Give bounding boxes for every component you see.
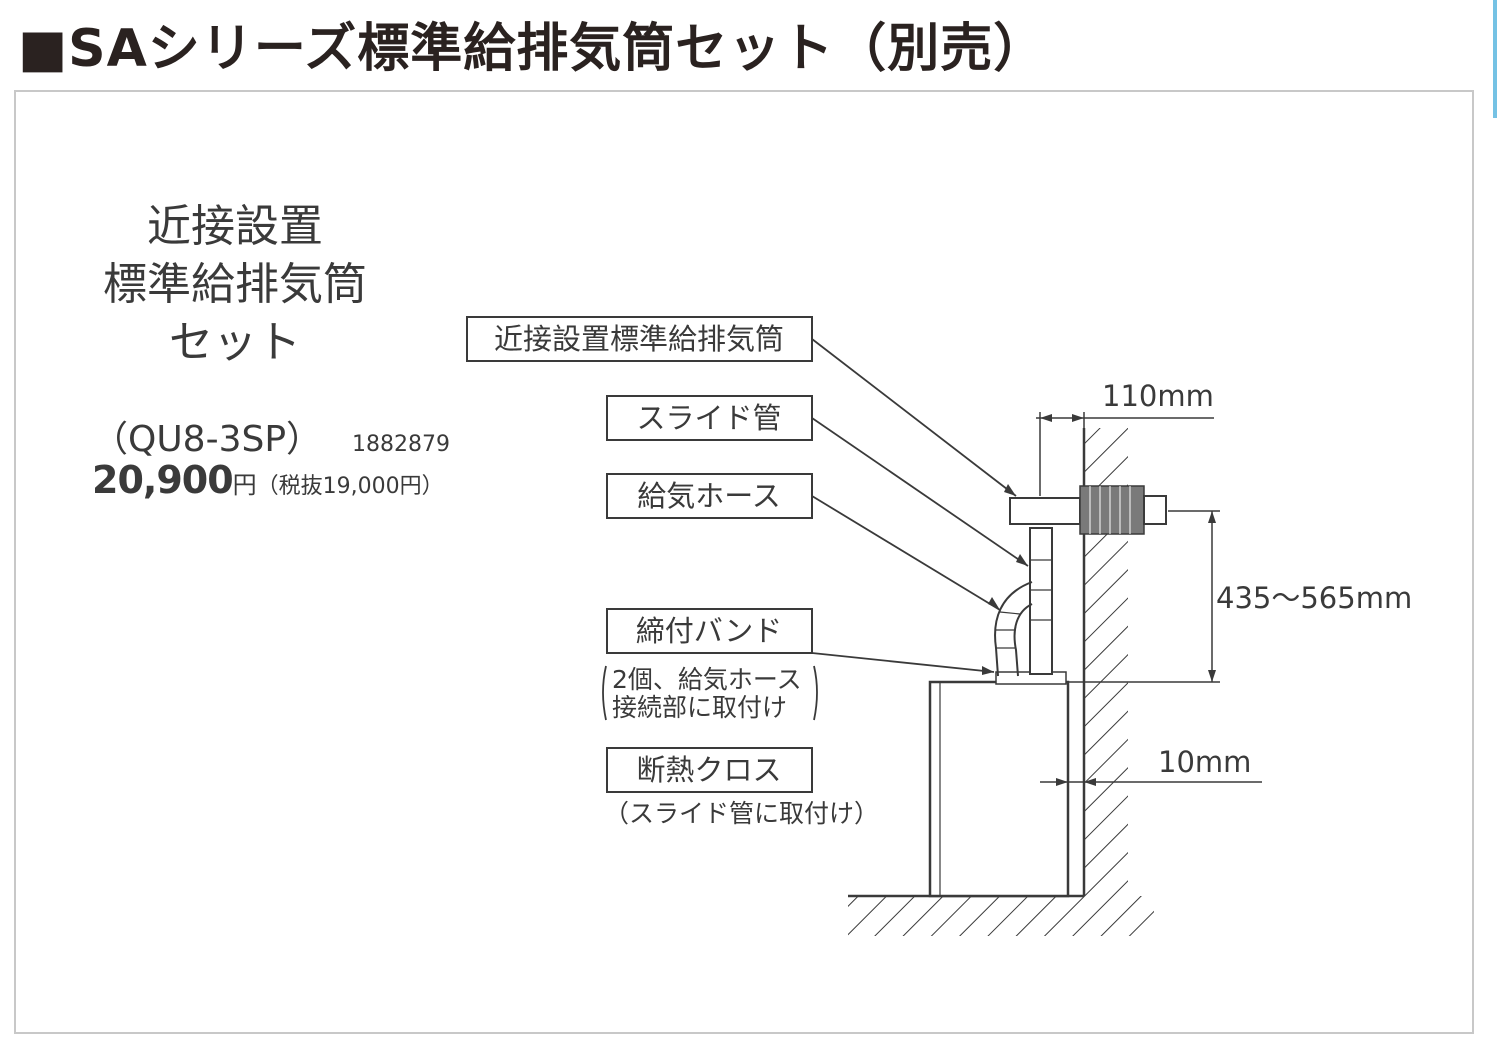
heater-unit: [928, 671, 1070, 898]
label-cloth-note: （スライド管に取付け）: [604, 799, 879, 828]
dimension-clearance: 10mm: [1040, 745, 1262, 786]
label-intake-hose-text: 給気ホース: [637, 479, 781, 513]
model-code: （QU8-3SP）: [92, 419, 323, 460]
intake-hose: [994, 581, 1033, 677]
model-line: （QU8-3SP） 1882879: [92, 410, 450, 462]
dimension-wall-offset: 110mm: [1036, 379, 1214, 496]
product-name-line-3: セット: [169, 317, 301, 368]
floor: [848, 894, 1154, 936]
label-flue: 近接設置標準給排気筒: [466, 316, 813, 362]
price: 20,900: [92, 458, 234, 502]
product-name-line-2: 標準給排気筒: [103, 259, 367, 310]
dimension-height: 435～565mm: [1066, 510, 1412, 683]
price-line: 20,900円（税抜19,000円）: [92, 458, 444, 502]
dimension-110-label: 110mm: [1102, 379, 1214, 413]
label-band-text: 締付バンド: [636, 614, 782, 648]
dimension-10-label: 10mm: [1158, 745, 1251, 779]
price-unit: 円: [232, 471, 257, 499]
label-flue-text: 近接設置標準給排気筒: [494, 322, 784, 356]
product-name: 近接設置 標準給排気筒 セット: [60, 198, 410, 372]
flue-pipe: [1009, 485, 1167, 535]
label-band-note-1: 2個、給気ホース: [612, 665, 802, 694]
label-band: 締付バンド 2個、給気ホース 接続部に取付け: [602, 608, 818, 722]
price-excl-tax: （税抜19,000円）: [256, 474, 444, 499]
label-cloth-text: 断熱クロス: [636, 753, 781, 787]
leader-lines: [811, 338, 1029, 673]
label-slide-pipe: スライド管: [606, 395, 813, 441]
content-panel: [14, 90, 1474, 1034]
label-intake-hose: 給気ホース: [606, 473, 813, 519]
product-name-line-1: 近接設置: [147, 201, 323, 252]
label-cloth: 断熱クロス （スライド管に取付け）: [604, 747, 879, 828]
product-number: 1882879: [352, 432, 451, 457]
label-slide-pipe-text: スライド管: [636, 401, 781, 435]
slide-pipe: [1029, 527, 1053, 675]
dimension-height-label: 435～565mm: [1216, 581, 1412, 615]
edge-accent: [1493, 0, 1497, 118]
leader-arrowheads: [982, 484, 1028, 675]
label-band-note-2: 接続部に取付け: [612, 693, 787, 722]
page-title: ■SAシリーズ標準給排気筒セット（別売）: [18, 19, 1047, 79]
